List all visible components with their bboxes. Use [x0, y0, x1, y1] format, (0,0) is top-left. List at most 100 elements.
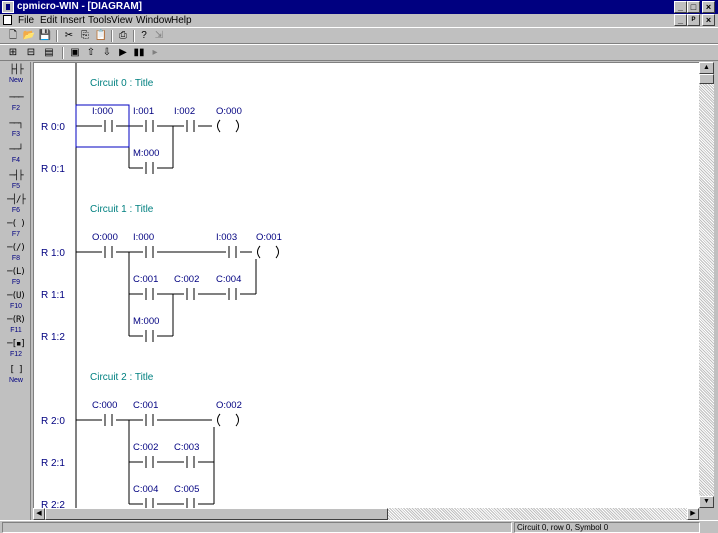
run-icon[interactable]: ▶: [119, 47, 127, 58]
menu-edit[interactable]: Edit: [40, 15, 58, 26]
contact-address: C:003: [174, 442, 199, 453]
reset-coil-icon[interactable]: ─(U)F10: [2, 290, 30, 318]
contact-gap: [143, 162, 157, 174]
contact-gap: [102, 246, 116, 258]
scroll-right-button[interactable]: ▶: [687, 508, 699, 520]
palette-key-label: F11: [10, 327, 22, 334]
coil-symbol: [235, 413, 239, 427]
palette-symbol: ───: [9, 93, 23, 103]
no-contact-icon[interactable]: ─┤├F5: [2, 170, 30, 198]
status-message: [2, 522, 512, 533]
toolbar-separator: [56, 30, 58, 42]
scroll-up-button[interactable]: ▲: [699, 62, 714, 74]
doc-close-button[interactable]: ×: [702, 14, 715, 26]
copy-icon[interactable]: ⎘: [81, 30, 89, 41]
rising-coil-icon[interactable]: ─(R) F11: [2, 314, 30, 342]
set-coil-icon[interactable]: ─(L)F9: [2, 266, 30, 294]
palette-symbol: ──┐: [9, 119, 23, 129]
contact-address: C:005: [174, 484, 199, 495]
new-function-icon[interactable]: [ ]New: [2, 364, 30, 392]
contact-address: I:002: [174, 106, 195, 117]
coil-symbol: [217, 413, 221, 427]
pause-icon[interactable]: ▮▮: [133, 47, 145, 58]
doc-restore-button[interactable]: ᴾ: [687, 14, 700, 26]
maximize-button[interactable]: □: [687, 1, 700, 13]
contact-gap: [143, 498, 157, 508]
palette-symbol: ─(R): [7, 315, 26, 325]
contact-gap: [143, 330, 157, 342]
coil-icon[interactable]: ─( )F7: [2, 218, 30, 246]
stop-icon[interactable]: ▸: [152, 47, 158, 58]
toolbar-separator: [111, 30, 113, 42]
print-icon[interactable]: ⎙: [119, 30, 127, 41]
rung-label: R 1:2: [41, 332, 65, 343]
minimize-button[interactable]: _: [674, 1, 687, 13]
column-icon[interactable]: ▤: [44, 47, 54, 58]
menu-help[interactable]: Help: [171, 15, 192, 26]
palette-key-label: F7: [11, 231, 21, 238]
document-icon[interactable]: [3, 15, 12, 25]
horizontal-scroll-thumb[interactable]: [45, 508, 388, 520]
toolbar-separator: [133, 30, 135, 42]
contact-address: I:000: [133, 232, 154, 243]
new-rung-icon[interactable]: ├┤├ New: [2, 64, 30, 92]
contact-address: M:000: [133, 316, 159, 327]
contact-gap: [143, 120, 157, 132]
scroll-down-button[interactable]: ▼: [699, 496, 714, 508]
help-icon[interactable]: ?: [141, 30, 147, 41]
horizontal-line-icon[interactable]: ───F2: [2, 92, 30, 120]
contact-address: I:000: [92, 106, 113, 117]
coil-address: O:002: [216, 400, 242, 411]
menu-tools[interactable]: Tools: [88, 15, 112, 26]
palette-key-label: New: [8, 77, 23, 84]
rung-delete-icon[interactable]: ⊟: [26, 47, 36, 58]
close-button[interactable]: ×: [702, 1, 715, 13]
vertical-scrollbar[interactable]: ▲ ▼: [699, 62, 714, 508]
context-help-icon[interactable]: ⇲: [154, 30, 164, 41]
upload-icon[interactable]: ⇧: [86, 47, 96, 58]
menu-view[interactable]: View: [111, 15, 133, 26]
app-icon[interactable]: [2, 1, 14, 13]
palette-key-label: New: [8, 377, 23, 384]
menu-window[interactable]: Window: [136, 15, 172, 26]
negated-coil-icon[interactable]: ─(/)F8: [2, 242, 30, 270]
contact-gap: [143, 414, 157, 426]
contact-address: C:002: [174, 274, 199, 285]
cut-icon[interactable]: ✂: [64, 30, 74, 41]
menu-file[interactable]: File: [18, 15, 35, 26]
palette-symbol: ├┤├: [9, 65, 23, 75]
paste-icon[interactable]: 📋: [94, 30, 108, 41]
nc-contact-icon[interactable]: ─┤/├F6: [2, 194, 30, 222]
menu-insert[interactable]: Insert: [60, 15, 86, 26]
function-block-icon[interactable]: ─[▪]F12: [2, 338, 30, 366]
save-disk-icon[interactable]: 💾: [38, 30, 52, 41]
rung-label: R 0:0: [41, 122, 65, 133]
contact-gap: [184, 498, 198, 508]
new-file-icon[interactable]: 🗋: [8, 30, 18, 41]
branch-icon[interactable]: ──┐ F3: [2, 118, 30, 146]
contact-gap: [184, 288, 198, 300]
contact-address: C:001: [133, 400, 158, 411]
vertical-scroll-thumb[interactable]: [699, 74, 714, 84]
scroll-left-button[interactable]: ◀: [33, 508, 45, 520]
doc-minimize-button[interactable]: _: [674, 14, 687, 26]
coil-symbol: [217, 119, 221, 133]
contact-gap: [143, 288, 157, 300]
download-icon[interactable]: ⇩: [102, 47, 112, 58]
contact-address: I:001: [133, 106, 154, 117]
palette-key-label: F10: [9, 303, 23, 310]
palette-key-label: F4: [11, 157, 21, 164]
rung-insert-icon[interactable]: ⊞: [8, 47, 18, 58]
contact-address: O:000: [92, 232, 118, 243]
open-folder-icon[interactable]: 📂: [22, 30, 36, 41]
palette-symbol: ─[▪]: [7, 339, 26, 349]
horizontal-scrollbar[interactable]: ◀ ▶: [33, 508, 699, 520]
selection-cursor: [75, 104, 130, 148]
palette-key-label: F3: [11, 131, 21, 138]
coil-address: O:000: [216, 106, 242, 117]
monitor-icon[interactable]: ▣: [70, 47, 80, 58]
title-bar[interactable]: cpmicro-WIN - [DIAGRAM] _ □ ×: [0, 0, 718, 14]
vertical-line-icon[interactable]: ──┘F4: [2, 144, 30, 172]
